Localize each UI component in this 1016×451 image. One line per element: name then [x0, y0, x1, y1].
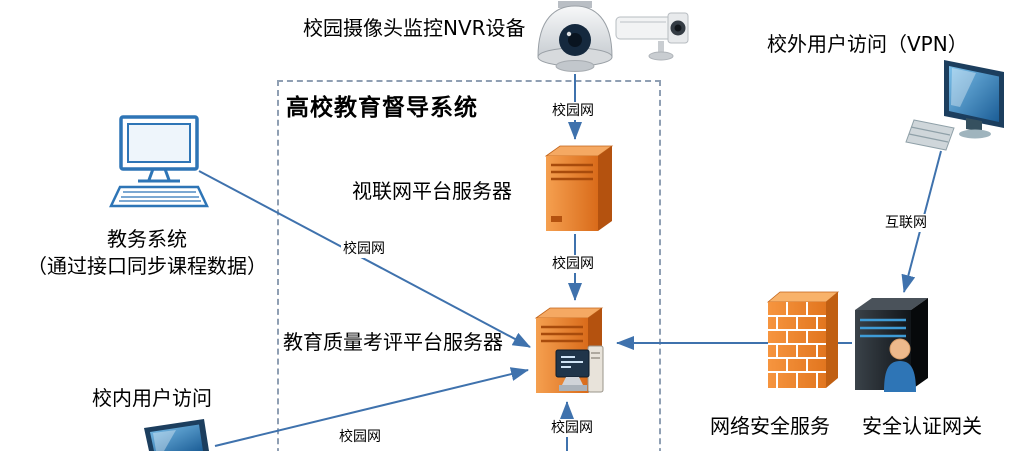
bullet-camera-icon [615, 12, 689, 61]
dome-camera-icon [537, 1, 613, 72]
edge-label-internal-campus-net: 校园网 [337, 428, 383, 446]
gateway-server-icon [855, 298, 928, 392]
camera-label: 校园摄像头监控NVR设备 [303, 16, 526, 40]
firewall-icon [766, 291, 840, 388]
edge-academic-to-eval-server [198, 170, 531, 348]
edge-label-video-campus-net: 校园网 [550, 255, 596, 273]
edge-label-academic-campus-net: 校园网 [341, 240, 387, 258]
eval-server-label: 教育质量考评平台服务器 [283, 330, 503, 354]
system-boundary-box [277, 80, 661, 451]
edge-internal-to-eval-server [214, 367, 529, 447]
vpn-user-label: 校外用户访问（VPN） [767, 32, 968, 56]
academic-monitor-icon [109, 115, 209, 208]
user-person-icon [884, 338, 916, 392]
vpn-computer-icon [905, 60, 1004, 151]
system-title: 高校教育督导系统 [286, 95, 478, 121]
internal-monitor-icon [144, 419, 209, 451]
edge-label-camera-campus-net: 校园网 [550, 102, 596, 120]
video-server-icon [544, 145, 614, 231]
edge-label-internet: 互联网 [883, 214, 929, 232]
academic-system-label-line1: 教务系统 [107, 227, 187, 251]
brick-lines [768, 302, 826, 388]
firewall-label: 网络安全服务 [710, 414, 830, 438]
academic-system-label: 教务系统 （通过接口同步课程数据） [16, 226, 278, 280]
edge-label-bottom-campus-net: 校园网 [549, 419, 595, 437]
gateway-label: 安全认证网关 [862, 414, 982, 438]
workstation-icon [555, 345, 604, 393]
academic-system-label-line2: （通过接口同步课程数据） [27, 254, 267, 278]
video-server-label: 视联网平台服务器 [352, 179, 512, 203]
internal-user-label: 校内用户访问 [92, 386, 212, 410]
